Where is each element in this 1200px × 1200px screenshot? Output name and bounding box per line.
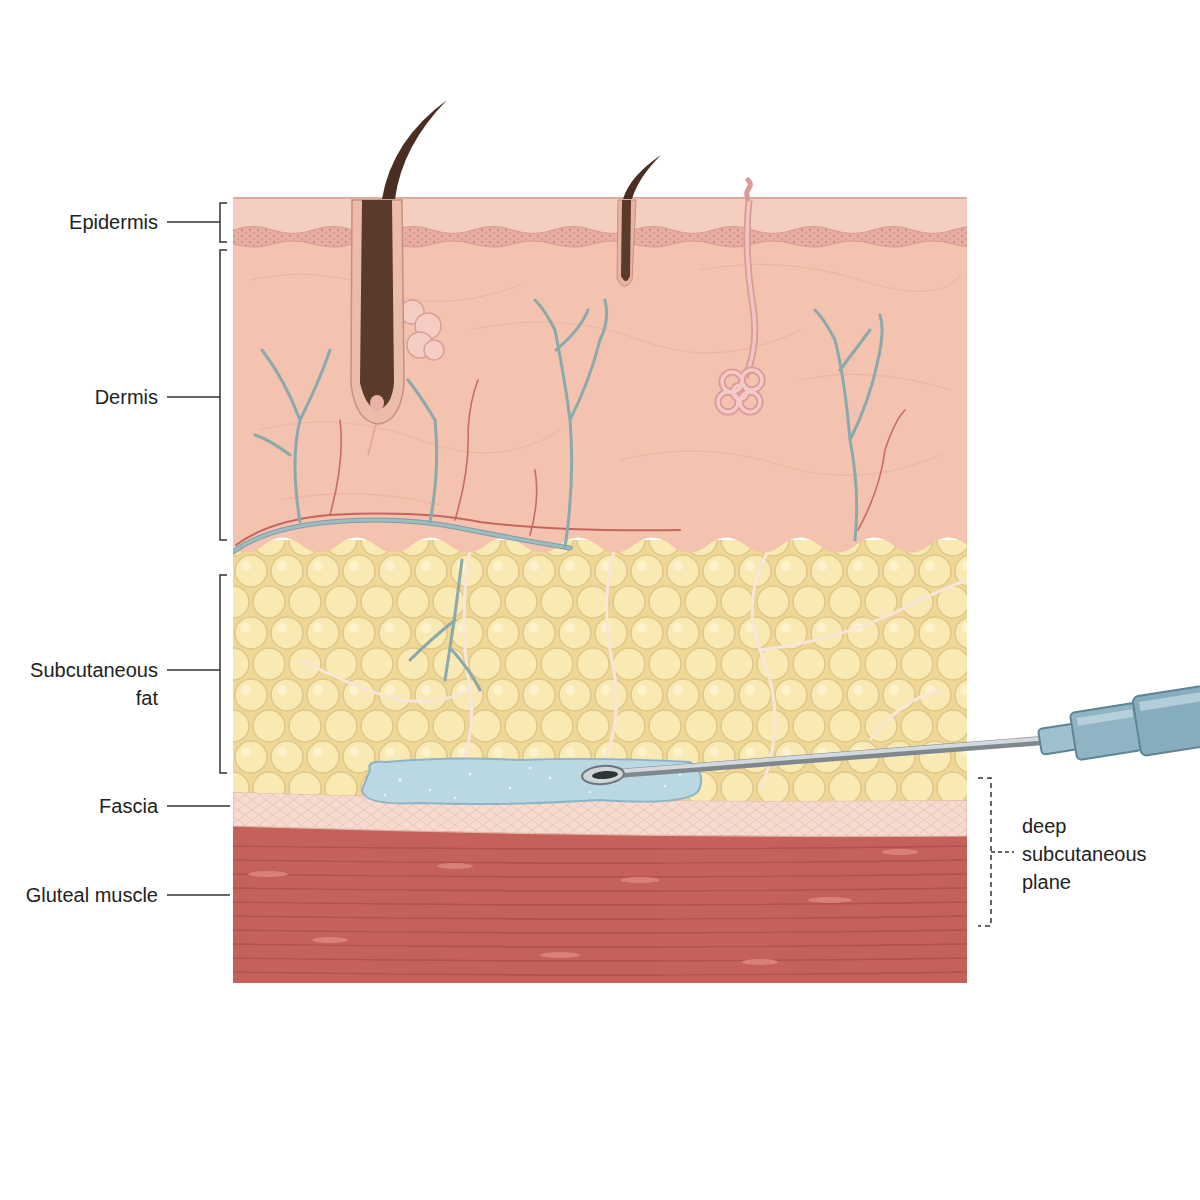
sweat-duct bbox=[745, 200, 755, 378]
hub-barrel bbox=[1132, 680, 1200, 756]
syringe-needle bbox=[581, 680, 1200, 786]
basal-layer bbox=[233, 227, 967, 248]
layer-label: Fascia bbox=[0, 792, 158, 820]
hair-follicle bbox=[351, 200, 404, 424]
bracket bbox=[220, 575, 227, 773]
fat-septum bbox=[760, 580, 967, 650]
skin-surface bbox=[233, 197, 967, 199]
label-brackets bbox=[167, 203, 1014, 926]
sweat-gland-coil bbox=[718, 370, 762, 412]
vein-branch bbox=[815, 310, 882, 540]
muscle-fibers bbox=[233, 846, 967, 975]
dashed-leader bbox=[991, 851, 1014, 853]
muscle-fiber bbox=[233, 860, 967, 863]
layer-label: Dermis bbox=[0, 383, 158, 411]
muscle-nuclei bbox=[248, 849, 918, 965]
needle-lumen bbox=[592, 770, 619, 780]
sebaceous-gland bbox=[400, 300, 444, 360]
hair-shaft bbox=[623, 155, 661, 199]
muscle-fiber bbox=[233, 902, 967, 905]
muscle-fiber bbox=[233, 944, 967, 947]
nerve-fiber bbox=[368, 424, 376, 455]
coil-loop bbox=[733, 385, 747, 399]
hair-root bbox=[621, 200, 631, 281]
muscle-fiber bbox=[233, 888, 967, 891]
dashed-bracket bbox=[978, 778, 991, 926]
muscle-nucleus bbox=[540, 952, 580, 958]
fat-septum bbox=[752, 548, 775, 790]
gland-lobe bbox=[424, 340, 444, 360]
artery-branch bbox=[455, 380, 478, 520]
muscle-fiber bbox=[233, 972, 967, 975]
artery bbox=[236, 514, 680, 545]
bracket bbox=[220, 250, 227, 540]
layer-label: Gluteal muscle bbox=[0, 881, 158, 909]
fat-septum bbox=[600, 548, 616, 770]
muscle-fiber bbox=[233, 846, 967, 849]
muscle-nucleus bbox=[312, 937, 348, 943]
dermis bbox=[233, 197, 967, 553]
coil-loop bbox=[740, 392, 760, 412]
muscle-fiber bbox=[233, 874, 967, 877]
muscle-nucleus bbox=[248, 871, 288, 877]
leader-line bbox=[167, 805, 230, 807]
artery-branch bbox=[330, 420, 341, 515]
injected-bolus bbox=[362, 758, 701, 804]
hair-root bbox=[360, 200, 394, 410]
artery-branches bbox=[330, 380, 905, 535]
muscle-nucleus bbox=[808, 897, 852, 903]
layer-label: Epidermis bbox=[0, 208, 158, 236]
muscle-nucleus bbox=[437, 863, 473, 869]
leader-line bbox=[167, 669, 220, 671]
artery-branch bbox=[530, 470, 537, 535]
hub-highlight bbox=[1077, 709, 1134, 726]
vein-branch bbox=[255, 350, 330, 522]
hair-shaft bbox=[382, 100, 447, 199]
muscle-fiber bbox=[233, 958, 967, 961]
layer-label: deep subcutaneous plane bbox=[1022, 812, 1162, 896]
collagen-fiber bbox=[620, 451, 940, 475]
gluteal-muscle bbox=[233, 815, 967, 983]
vein-branch bbox=[410, 560, 480, 690]
vein bbox=[233, 520, 570, 552]
leader-line bbox=[167, 396, 220, 398]
bracket bbox=[220, 203, 227, 242]
collagen-fiber bbox=[280, 494, 440, 505]
collagen-fiber bbox=[260, 422, 560, 453]
leader-line bbox=[167, 221, 220, 223]
vein bbox=[233, 520, 570, 552]
needle-highlight bbox=[598, 738, 1050, 773]
muscle-nucleus bbox=[620, 877, 660, 883]
artery-branch bbox=[858, 410, 905, 530]
dermal-papilla bbox=[370, 395, 384, 411]
muscle-fiber bbox=[233, 930, 967, 933]
muscle-nucleus bbox=[742, 959, 778, 965]
muscle-nucleus bbox=[882, 849, 918, 855]
layer-label: Subcutaneous fat bbox=[13, 656, 158, 712]
hub-body bbox=[1070, 703, 1143, 761]
sweat-duct bbox=[745, 200, 755, 378]
hub-highlight bbox=[1139, 687, 1200, 711]
blood-vessels bbox=[233, 300, 905, 690]
muscle-fiber bbox=[233, 916, 967, 919]
syringe-hub bbox=[1035, 680, 1200, 772]
leader-line bbox=[167, 894, 230, 896]
hair-follicle bbox=[617, 200, 636, 287]
collagen-fiber bbox=[700, 264, 960, 291]
needle-bevel bbox=[581, 764, 624, 785]
vein-branches bbox=[255, 300, 882, 690]
sweat-pore bbox=[747, 180, 751, 199]
vein-branch bbox=[535, 300, 607, 548]
vein-branch bbox=[408, 380, 437, 522]
fat-septum bbox=[870, 690, 940, 740]
tissue-layers bbox=[233, 197, 967, 983]
